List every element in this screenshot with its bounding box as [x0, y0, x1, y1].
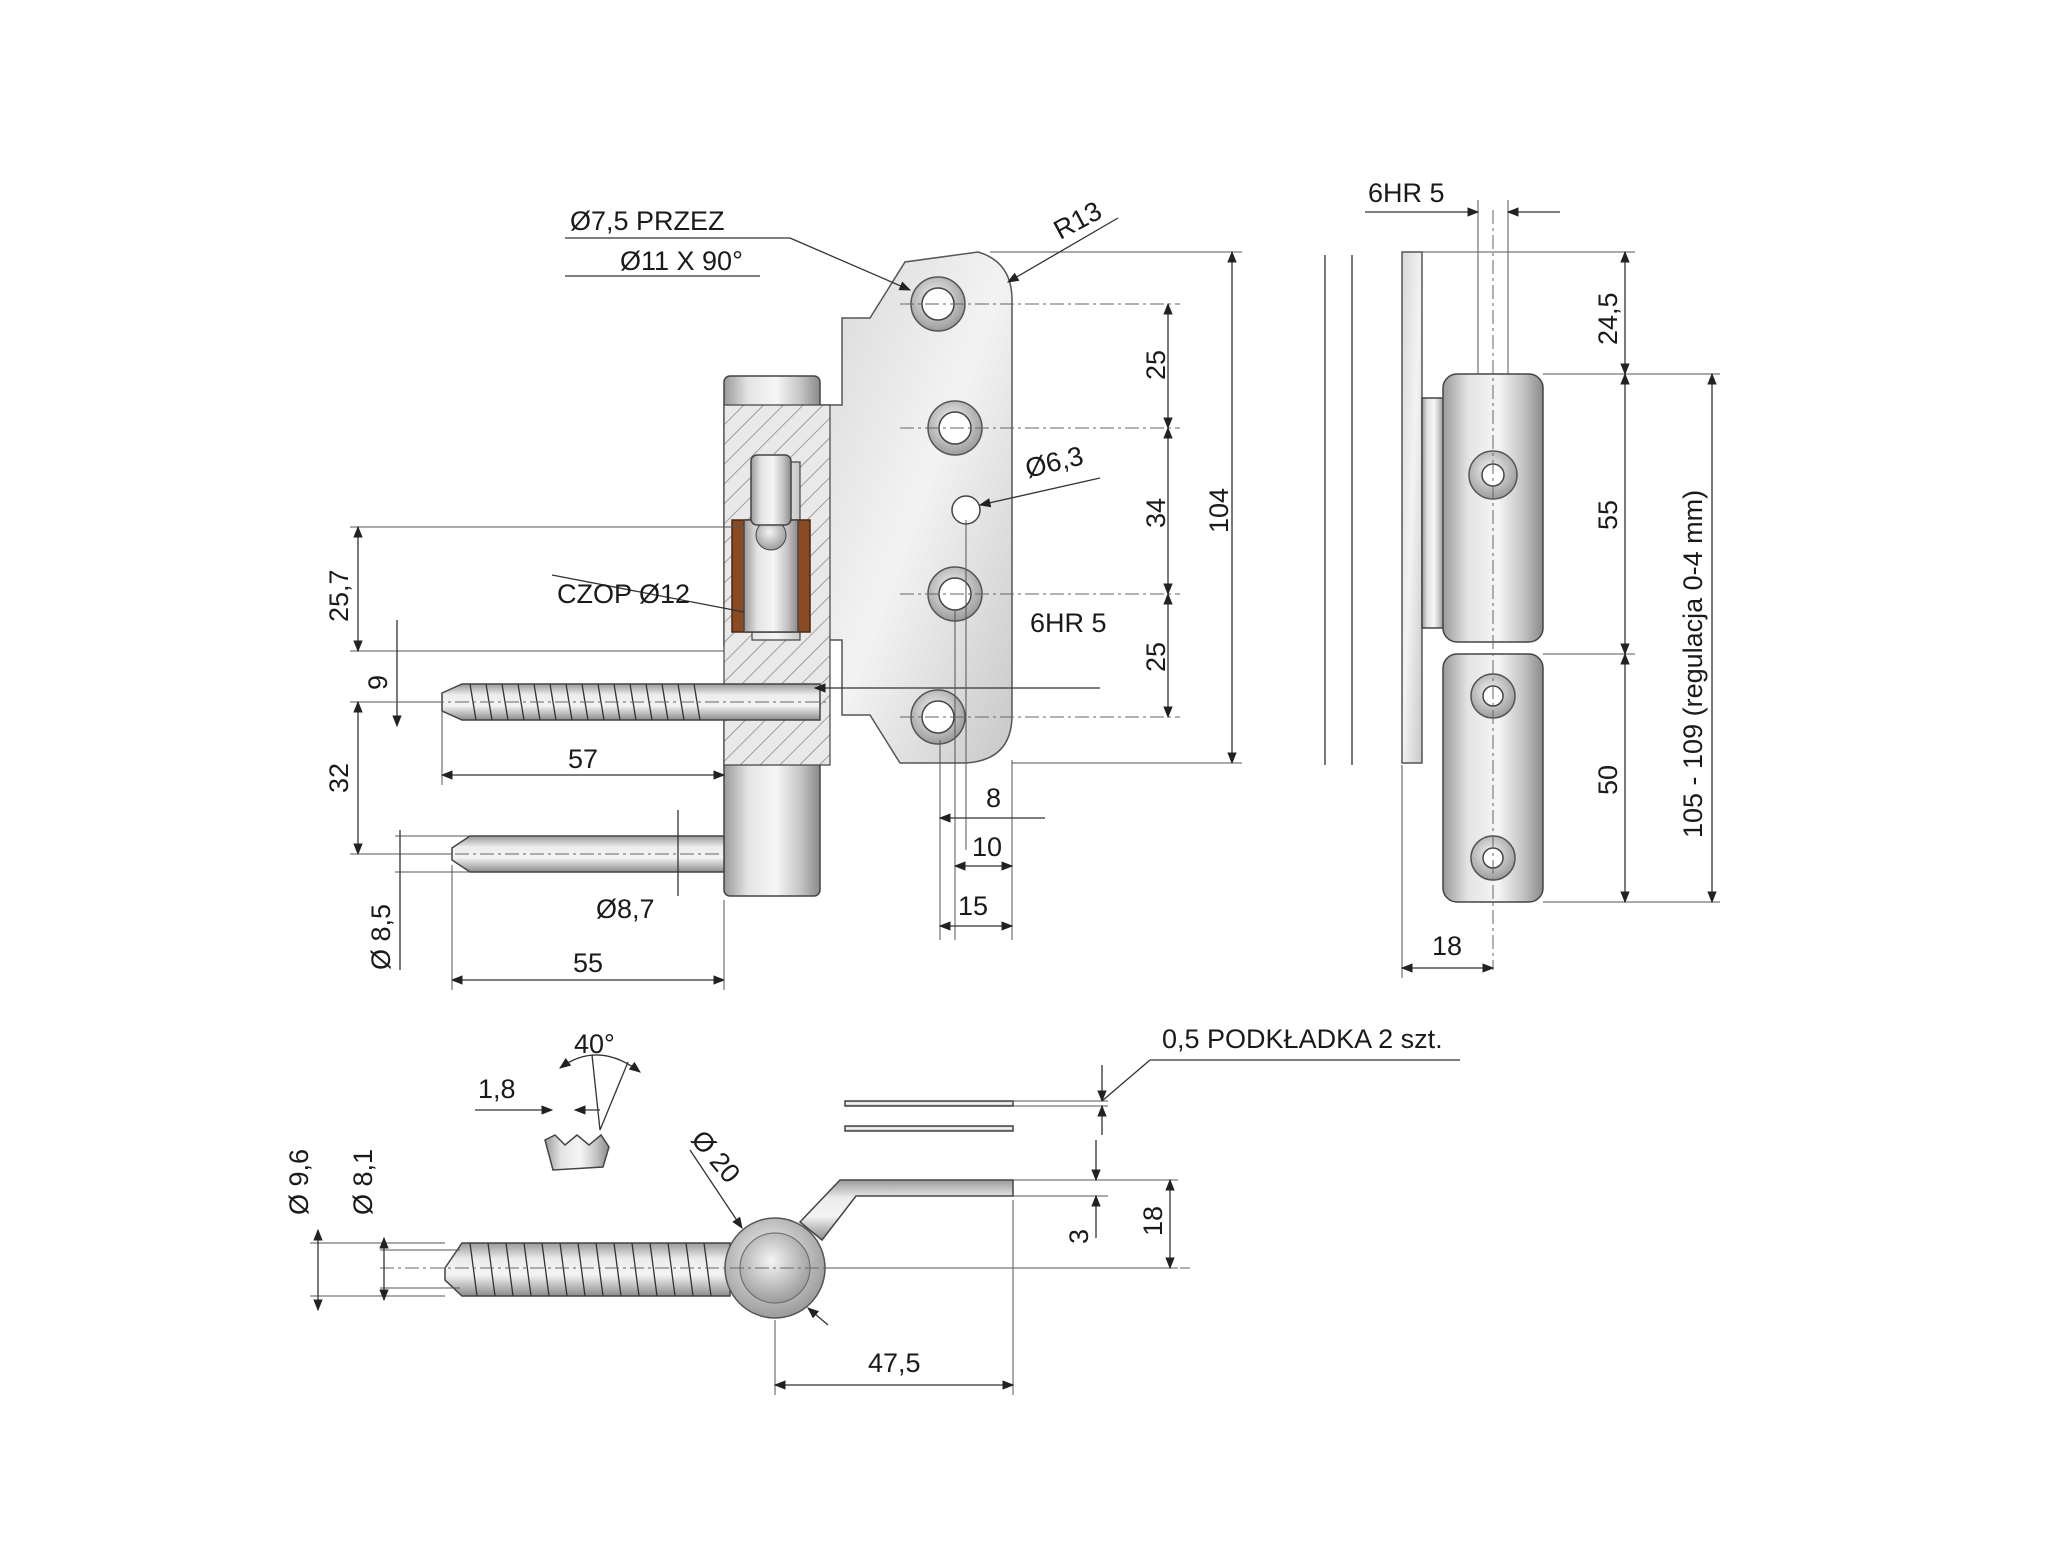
label-dim-9: 9 [363, 675, 393, 690]
label-hex-side: 6HR 5 [1368, 178, 1445, 208]
label-dim-15: 15 [958, 891, 988, 921]
label-thread-pitch: 1,8 [478, 1074, 516, 1104]
label-dim-25-top: 25 [1141, 350, 1171, 380]
label-hole-small: Ø6,3 [1022, 441, 1086, 484]
top-view [310, 1054, 1460, 1395]
label-dim-10: 10 [972, 832, 1002, 862]
label-dim-range: 105 - 109 (regulacja 0-4 mm) [1678, 490, 1708, 838]
mounting-plate [819, 251, 1013, 764]
label-hole-through: Ø7,5 PRZEZ [570, 206, 725, 236]
label-radius: R13 [1049, 196, 1107, 246]
label-dim-55-side: 55 [1593, 500, 1623, 530]
label-dim-d8-1: Ø 8,1 [348, 1149, 378, 1215]
washer-2 [844, 1125, 1014, 1132]
label-dim-d8-7: Ø8,7 [596, 894, 655, 924]
label-pin: CZOP Ø12 [557, 579, 690, 609]
label-hex-front: 6HR 5 [1030, 608, 1107, 638]
label-dim-d9-6: Ø 9,6 [284, 1149, 314, 1215]
side-plate [1401, 251, 1423, 764]
label-hole-countersink: Ø11 X 90° [620, 246, 743, 276]
top-threaded-screw [444, 1242, 731, 1297]
label-dim-104: 104 [1204, 488, 1234, 533]
dimension-labels: Ø7,5 PRZEZ Ø11 X 90° R13 25 34 25 104 Ø6… [284, 178, 1708, 1378]
label-dim-d8-5: Ø 8,5 [366, 904, 396, 970]
label-dim-32: 32 [324, 763, 354, 793]
label-dim-55-pin: 55 [573, 948, 603, 978]
label-dim-50: 50 [1593, 765, 1623, 795]
washer-1 [844, 1100, 1014, 1107]
label-washer: 0,5 PODKŁADKA 2 szt. [1162, 1024, 1443, 1054]
label-dim-57: 57 [568, 744, 598, 774]
top-leaf-arm [798, 1179, 1014, 1242]
label-dim-47-5: 47,5 [868, 1348, 921, 1378]
label-dim-3: 3 [1064, 1229, 1094, 1244]
thread-profile [544, 1133, 610, 1171]
label-dim-34: 34 [1141, 498, 1171, 528]
label-dim-24-5: 24,5 [1593, 292, 1623, 345]
adjust-screw [750, 454, 792, 526]
label-dim-25-7: 25,7 [324, 569, 354, 622]
label-dim-18-top: 18 [1138, 1206, 1168, 1236]
label-dim-25-bottom: 25 [1141, 642, 1171, 672]
label-dim-8: 8 [986, 783, 1001, 813]
front-view [350, 217, 1242, 990]
label-dim-18-side: 18 [1432, 931, 1462, 961]
label-thread-angle: 40° [574, 1029, 615, 1059]
side-view [1324, 200, 1720, 978]
side-plate-flange [1421, 397, 1445, 629]
